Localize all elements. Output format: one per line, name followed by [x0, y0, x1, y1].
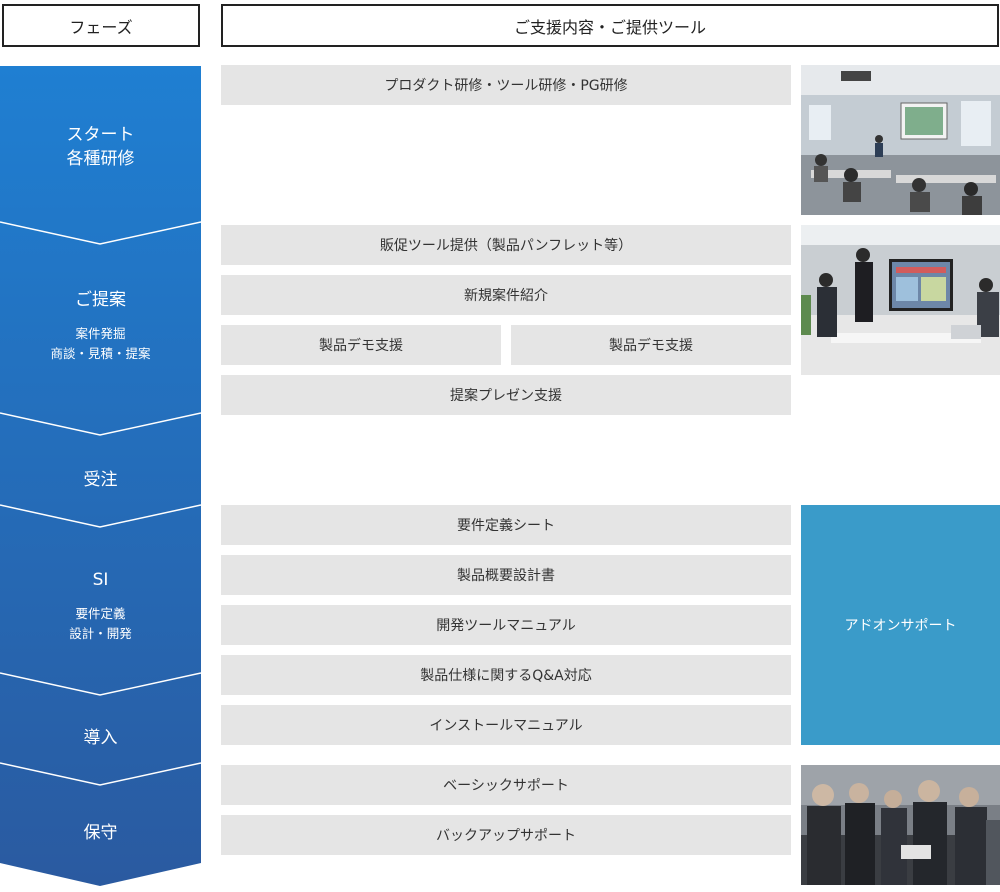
phase-order: 受注	[0, 468, 201, 492]
box-label: 要件定義シート	[457, 515, 555, 535]
box-label: 製品仕様に関するQ&A対応	[420, 665, 592, 685]
support-header: ご支援内容・ご提供ツール	[221, 4, 999, 47]
box-label: インストールマニュアル	[429, 715, 582, 735]
phase-title: 導入	[0, 726, 201, 750]
requirements-sheet-box: 要件定義シート	[221, 505, 791, 545]
phase-title: 保守	[0, 821, 201, 845]
meeting-photo	[801, 225, 1000, 375]
design-doc-box: 製品概要設計書	[221, 555, 791, 595]
phase-title: スタート 各種研修	[0, 123, 201, 171]
box-label: 製品デモ支援	[319, 335, 403, 355]
phase-subtitle: 案件発掘 商談・見積・提案	[0, 324, 201, 364]
demo-support-box-left: 製品デモ支援	[221, 325, 501, 365]
sales-tools-box: 販促ツール提供（製品パンフレット等）	[221, 225, 791, 265]
phase-title: ご提案	[0, 288, 201, 312]
phase-title: 受注	[0, 468, 201, 492]
training-box: プロダクト研修・ツール研修・PG研修	[221, 65, 791, 105]
box-label: 製品デモ支援	[609, 335, 693, 355]
addon-support-box: アドオンサポート	[801, 505, 1000, 745]
support-header-label: ご支援内容・ご提供ツール	[514, 14, 706, 38]
new-project-box: 新規案件紹介	[221, 275, 791, 315]
basic-support-box: ベーシックサポート	[221, 765, 791, 805]
seminar-photo	[801, 65, 1000, 215]
dev-tool-manual-box: 開発ツールマニュアル	[221, 605, 791, 645]
phase-subtitle: 要件定義 設計・開発	[0, 604, 201, 644]
phase-maintenance: 保守	[0, 821, 201, 845]
box-label: 新規案件紹介	[464, 285, 548, 305]
demo-support-box-right: 製品デモ支援	[511, 325, 791, 365]
presentation-box: 提案プレゼン支援	[221, 375, 791, 415]
box-label: 販促ツール提供（製品パンフレット等）	[380, 235, 632, 255]
backup-support-box: バックアップサポート	[221, 815, 791, 855]
box-label: ベーシックサポート	[443, 775, 569, 795]
box-label: バックアップサポート	[436, 825, 576, 845]
support-team-photo	[801, 765, 1000, 885]
box-label: 提案プレゼン支援	[450, 385, 562, 405]
phase-si: SI 要件定義 設計・開発	[0, 568, 201, 644]
install-manual-box: インストールマニュアル	[221, 705, 791, 745]
phase-deploy: 導入	[0, 726, 201, 750]
addon-support-label: アドオンサポート	[845, 615, 957, 635]
box-label: プロダクト研修・ツール研修・PG研修	[384, 75, 627, 95]
phase-start: スタート 各種研修	[0, 123, 201, 171]
phase-title: SI	[0, 568, 201, 592]
spec-qa-box: 製品仕様に関するQ&A対応	[221, 655, 791, 695]
box-label: 開発ツールマニュアル	[436, 615, 576, 635]
box-label: 製品概要設計書	[457, 565, 555, 585]
phase-proposal: ご提案 案件発掘 商談・見積・提案	[0, 288, 201, 364]
